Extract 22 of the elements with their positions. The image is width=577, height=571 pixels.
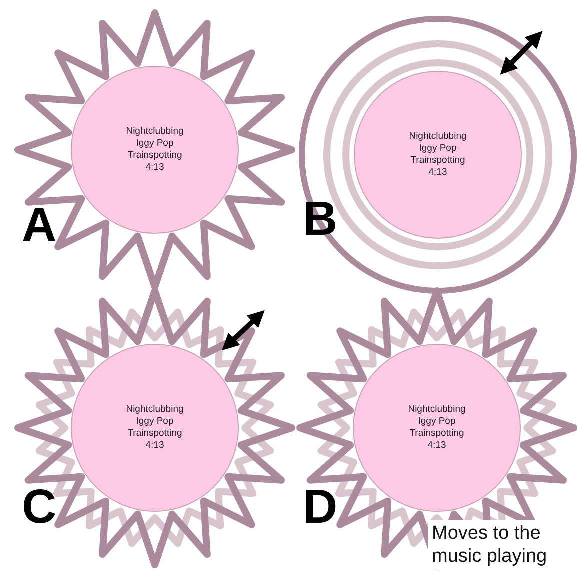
panel-letter: D: [303, 484, 338, 532]
track-duration: 4:13: [146, 440, 164, 452]
album-name: Trainspotting: [410, 428, 464, 440]
track-duration: 4:13: [146, 162, 164, 174]
track-duration: 4:13: [428, 167, 448, 179]
panel-letter: B: [303, 196, 338, 244]
artist-name: Iggy Pop: [419, 143, 457, 155]
album-disc: [354, 71, 522, 239]
album-name: Trainspotting: [128, 150, 182, 162]
panel-letter: C: [22, 484, 57, 532]
track-title: Nightclubbing: [409, 131, 467, 143]
track-title: Nightclubbing: [126, 126, 184, 138]
track-duration: 4:13: [428, 440, 446, 452]
panel-letter: A: [22, 202, 57, 250]
album-name: Trainspotting: [128, 428, 182, 440]
artist-name: Iggy Pop: [136, 138, 174, 150]
album-disc: [71, 66, 239, 234]
album-name: Trainspotting: [410, 155, 466, 167]
artist-name: Iggy Pop: [418, 416, 456, 428]
artist-name: Iggy Pop: [136, 416, 174, 428]
track-title: Nightclubbing: [126, 404, 184, 416]
track-title: Nightclubbing: [408, 404, 466, 416]
